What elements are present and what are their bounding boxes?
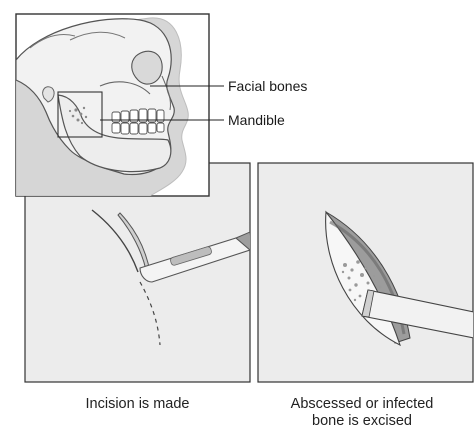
- excision-panel: [258, 163, 474, 382]
- facial-bones-label: Facial bones: [228, 78, 307, 94]
- excision-caption-line1: Abscessed or infected: [250, 396, 474, 413]
- incision-caption: Incision is made: [25, 396, 250, 413]
- mandible-label: Mandible: [228, 112, 285, 128]
- skull-panel: [16, 14, 209, 196]
- excision-caption: Abscessed or infected bone is excised: [250, 396, 474, 430]
- excision-caption-line2: bone is excised: [250, 413, 474, 430]
